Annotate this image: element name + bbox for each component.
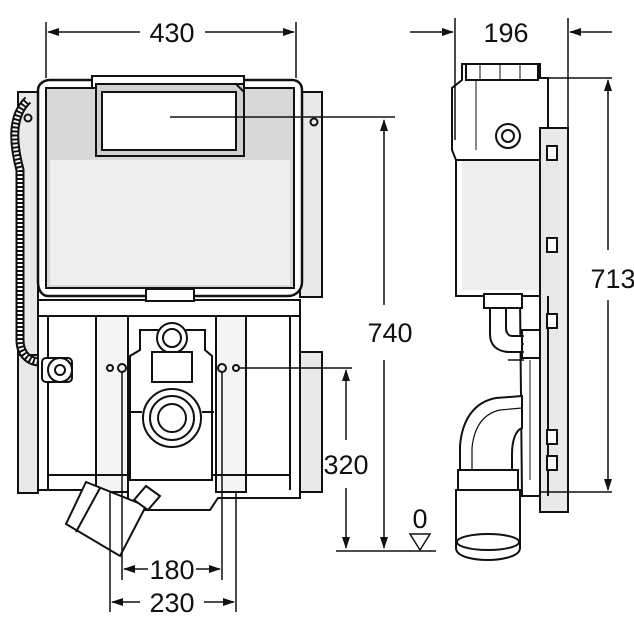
front-view	[10, 75, 395, 558]
floor-marker-triangle	[408, 533, 432, 552]
flush-pipe	[483, 293, 523, 353]
cistern-side	[451, 63, 612, 297]
cistern	[36, 75, 395, 302]
dimension-labels: 430 740 320 0 180 230 196 713	[149, 18, 634, 618]
drain-bracket	[129, 322, 214, 481]
support-rail	[539, 127, 612, 513]
height-label: 740	[367, 318, 412, 348]
angled-outlet-pipe	[64, 480, 162, 558]
inlet-fitting	[41, 357, 73, 383]
side-view	[451, 63, 612, 562]
floor-label: 0	[412, 504, 427, 534]
drain-bend	[455, 394, 523, 562]
depth-label: 196	[483, 18, 528, 48]
outlet-height-label: 320	[323, 450, 368, 480]
frame-spacing-label: 230	[149, 588, 194, 618]
side-view-dimensions	[410, 18, 612, 491]
fixing-spacing-label: 180	[149, 555, 194, 585]
front-view-dimensions	[45, 22, 436, 612]
side-height-label: 713	[590, 264, 634, 294]
width-label: 430	[149, 18, 194, 48]
flexible-hose	[10, 96, 41, 367]
